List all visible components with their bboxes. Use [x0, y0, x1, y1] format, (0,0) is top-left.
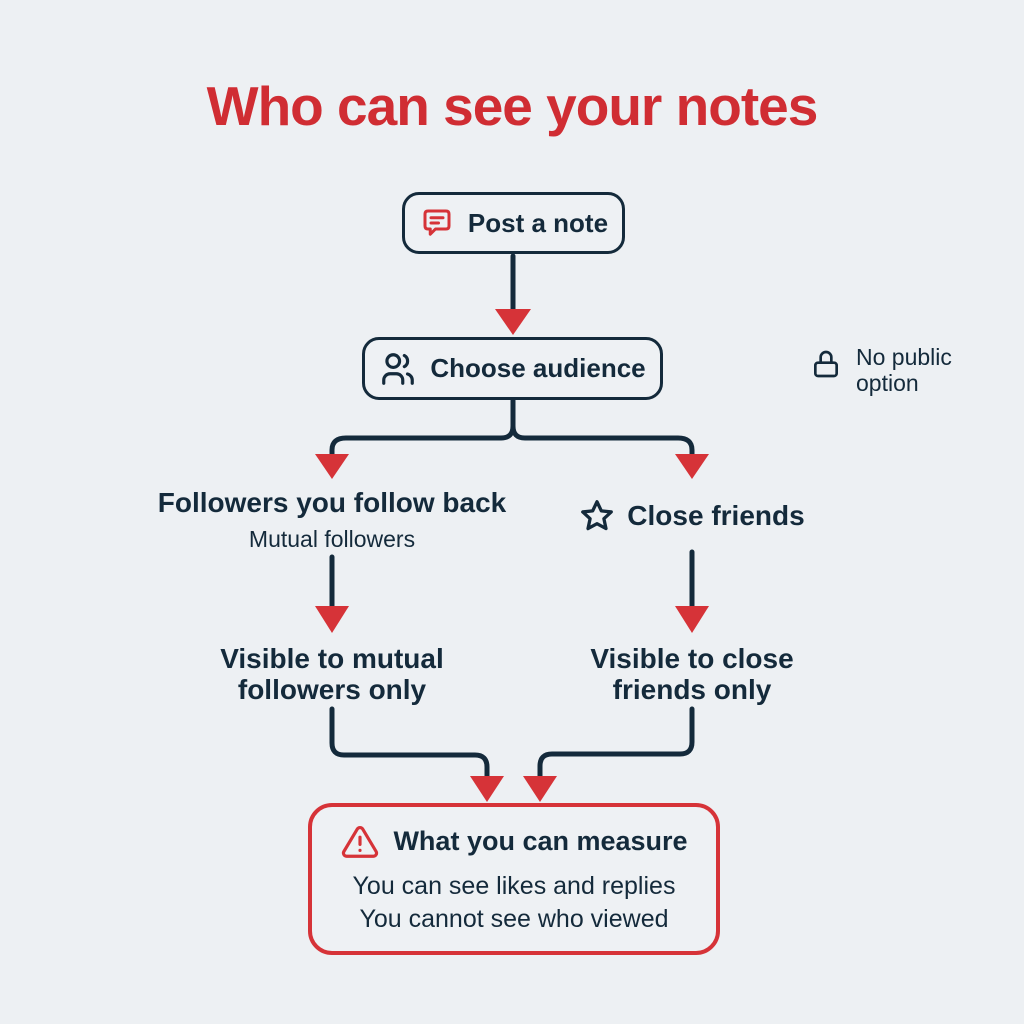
branch-left-subtitle: Mutual followers [248, 526, 416, 552]
choose-audience-label: Choose audience [430, 353, 646, 383]
measure-line-1: You can see likes and replies [352, 871, 676, 900]
outcome-right-line1: Visible to close [590, 643, 794, 674]
chat-icon [419, 205, 455, 241]
outcome-left-line1: Visible to mutual [220, 643, 444, 674]
measure-header: What you can measure [340, 823, 688, 861]
wire-split-right [510, 398, 695, 457]
no-public-line1: No public [856, 344, 952, 370]
outcome-right: Visible to close friends only [492, 643, 892, 705]
wire-merge-right [537, 706, 695, 780]
branch-left-title: Followers you follow back [157, 487, 507, 518]
branch-left-label: Followers you follow back Mutual followe… [132, 487, 532, 553]
star-icon [579, 498, 615, 534]
arrowhead-merge-right [523, 776, 557, 802]
outcome-left-line2: followers only [237, 674, 427, 705]
arrowhead-outcome-left [315, 606, 349, 633]
outcome-left: Visible to mutual followers only [132, 643, 532, 705]
wire-split-left [329, 398, 516, 457]
page-title: Who can see your notes [206, 75, 819, 137]
branch-right-label: Close friends [492, 498, 892, 534]
no-public-line2: option [856, 370, 919, 396]
warning-icon [340, 823, 380, 861]
no-public-text: No public option [856, 344, 952, 396]
people-icon [379, 350, 417, 388]
wire-merge-left [329, 706, 490, 780]
measure-box: What you can measure You can see likes a… [308, 803, 720, 955]
outcome-right-line2: friends only [612, 674, 772, 705]
choose-audience-box: Choose audience [362, 337, 663, 400]
arrowhead-merge-left [470, 776, 504, 802]
no-public-note: No public option [810, 344, 952, 396]
arrowhead-outcome-right [675, 606, 709, 633]
lock-icon [810, 347, 842, 381]
post-note-box: Post a note [402, 192, 625, 254]
branch-right-title: Close friends [627, 500, 805, 531]
arrowhead-post-to-choose [495, 309, 531, 335]
arrowhead-branch-right [675, 454, 709, 479]
post-note-label: Post a note [467, 207, 609, 238]
measure-title: What you can measure [393, 826, 688, 856]
arrowhead-branch-left [315, 454, 349, 479]
measure-line-2: You cannot see who viewed [359, 904, 669, 933]
